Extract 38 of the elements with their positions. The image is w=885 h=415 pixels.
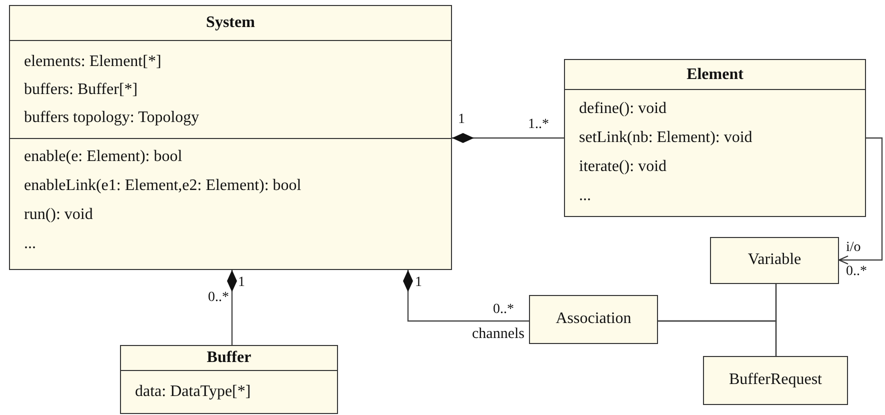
- class-name: Association: [554, 309, 632, 329]
- class-name: System: [205, 13, 256, 33]
- arrow: [838, 137, 883, 265]
- multiplicity-label: 1: [238, 275, 245, 291]
- class-name: Element: [686, 65, 744, 85]
- composition-line: [227, 270, 237, 345]
- method-text: iterate(): void: [579, 157, 667, 177]
- multiplicity-label: i/o: [846, 240, 861, 256]
- class-box: [564, 59, 866, 217]
- multiplicity-label: 0..*: [208, 290, 229, 306]
- class-box: [529, 295, 658, 344]
- attribute-text: buffers: Buffer[*]: [24, 80, 138, 100]
- attribute-text: elements: Element[*]: [24, 52, 162, 72]
- class-box: [703, 356, 848, 405]
- class-name: Buffer: [206, 348, 252, 368]
- composition-line: [403, 270, 529, 322]
- role-label: channels: [472, 326, 524, 342]
- method-text: ...: [24, 234, 36, 254]
- class-box: [710, 237, 839, 284]
- method-text: define(): void: [579, 99, 667, 119]
- attribute-text: buffers topology: Topology: [24, 108, 200, 128]
- multiplicity-label: 0..*: [493, 302, 514, 318]
- association-line: [658, 320, 777, 356]
- method-text: enable(e: Element): bool: [24, 147, 182, 167]
- method-text: setLink(nb: Element): void: [579, 128, 752, 148]
- composition-line: [452, 133, 564, 143]
- method-text: enableLink(e1: Element,e2: Element): bool: [24, 176, 302, 196]
- multiplicity-label: 1..*: [528, 117, 549, 133]
- class-box: [9, 5, 452, 270]
- method-text: run(): void: [24, 205, 93, 225]
- multiplicity-label: 1: [415, 275, 422, 291]
- multiplicity-label: 0..*: [846, 264, 867, 280]
- class-box: [120, 345, 338, 414]
- attribute-text: data: DataType[*]: [135, 382, 251, 402]
- class-name: BufferRequest: [728, 370, 823, 390]
- multiplicity-label: 1: [458, 112, 465, 128]
- method-text: ...: [579, 186, 591, 206]
- class-name: Variable: [746, 250, 802, 270]
